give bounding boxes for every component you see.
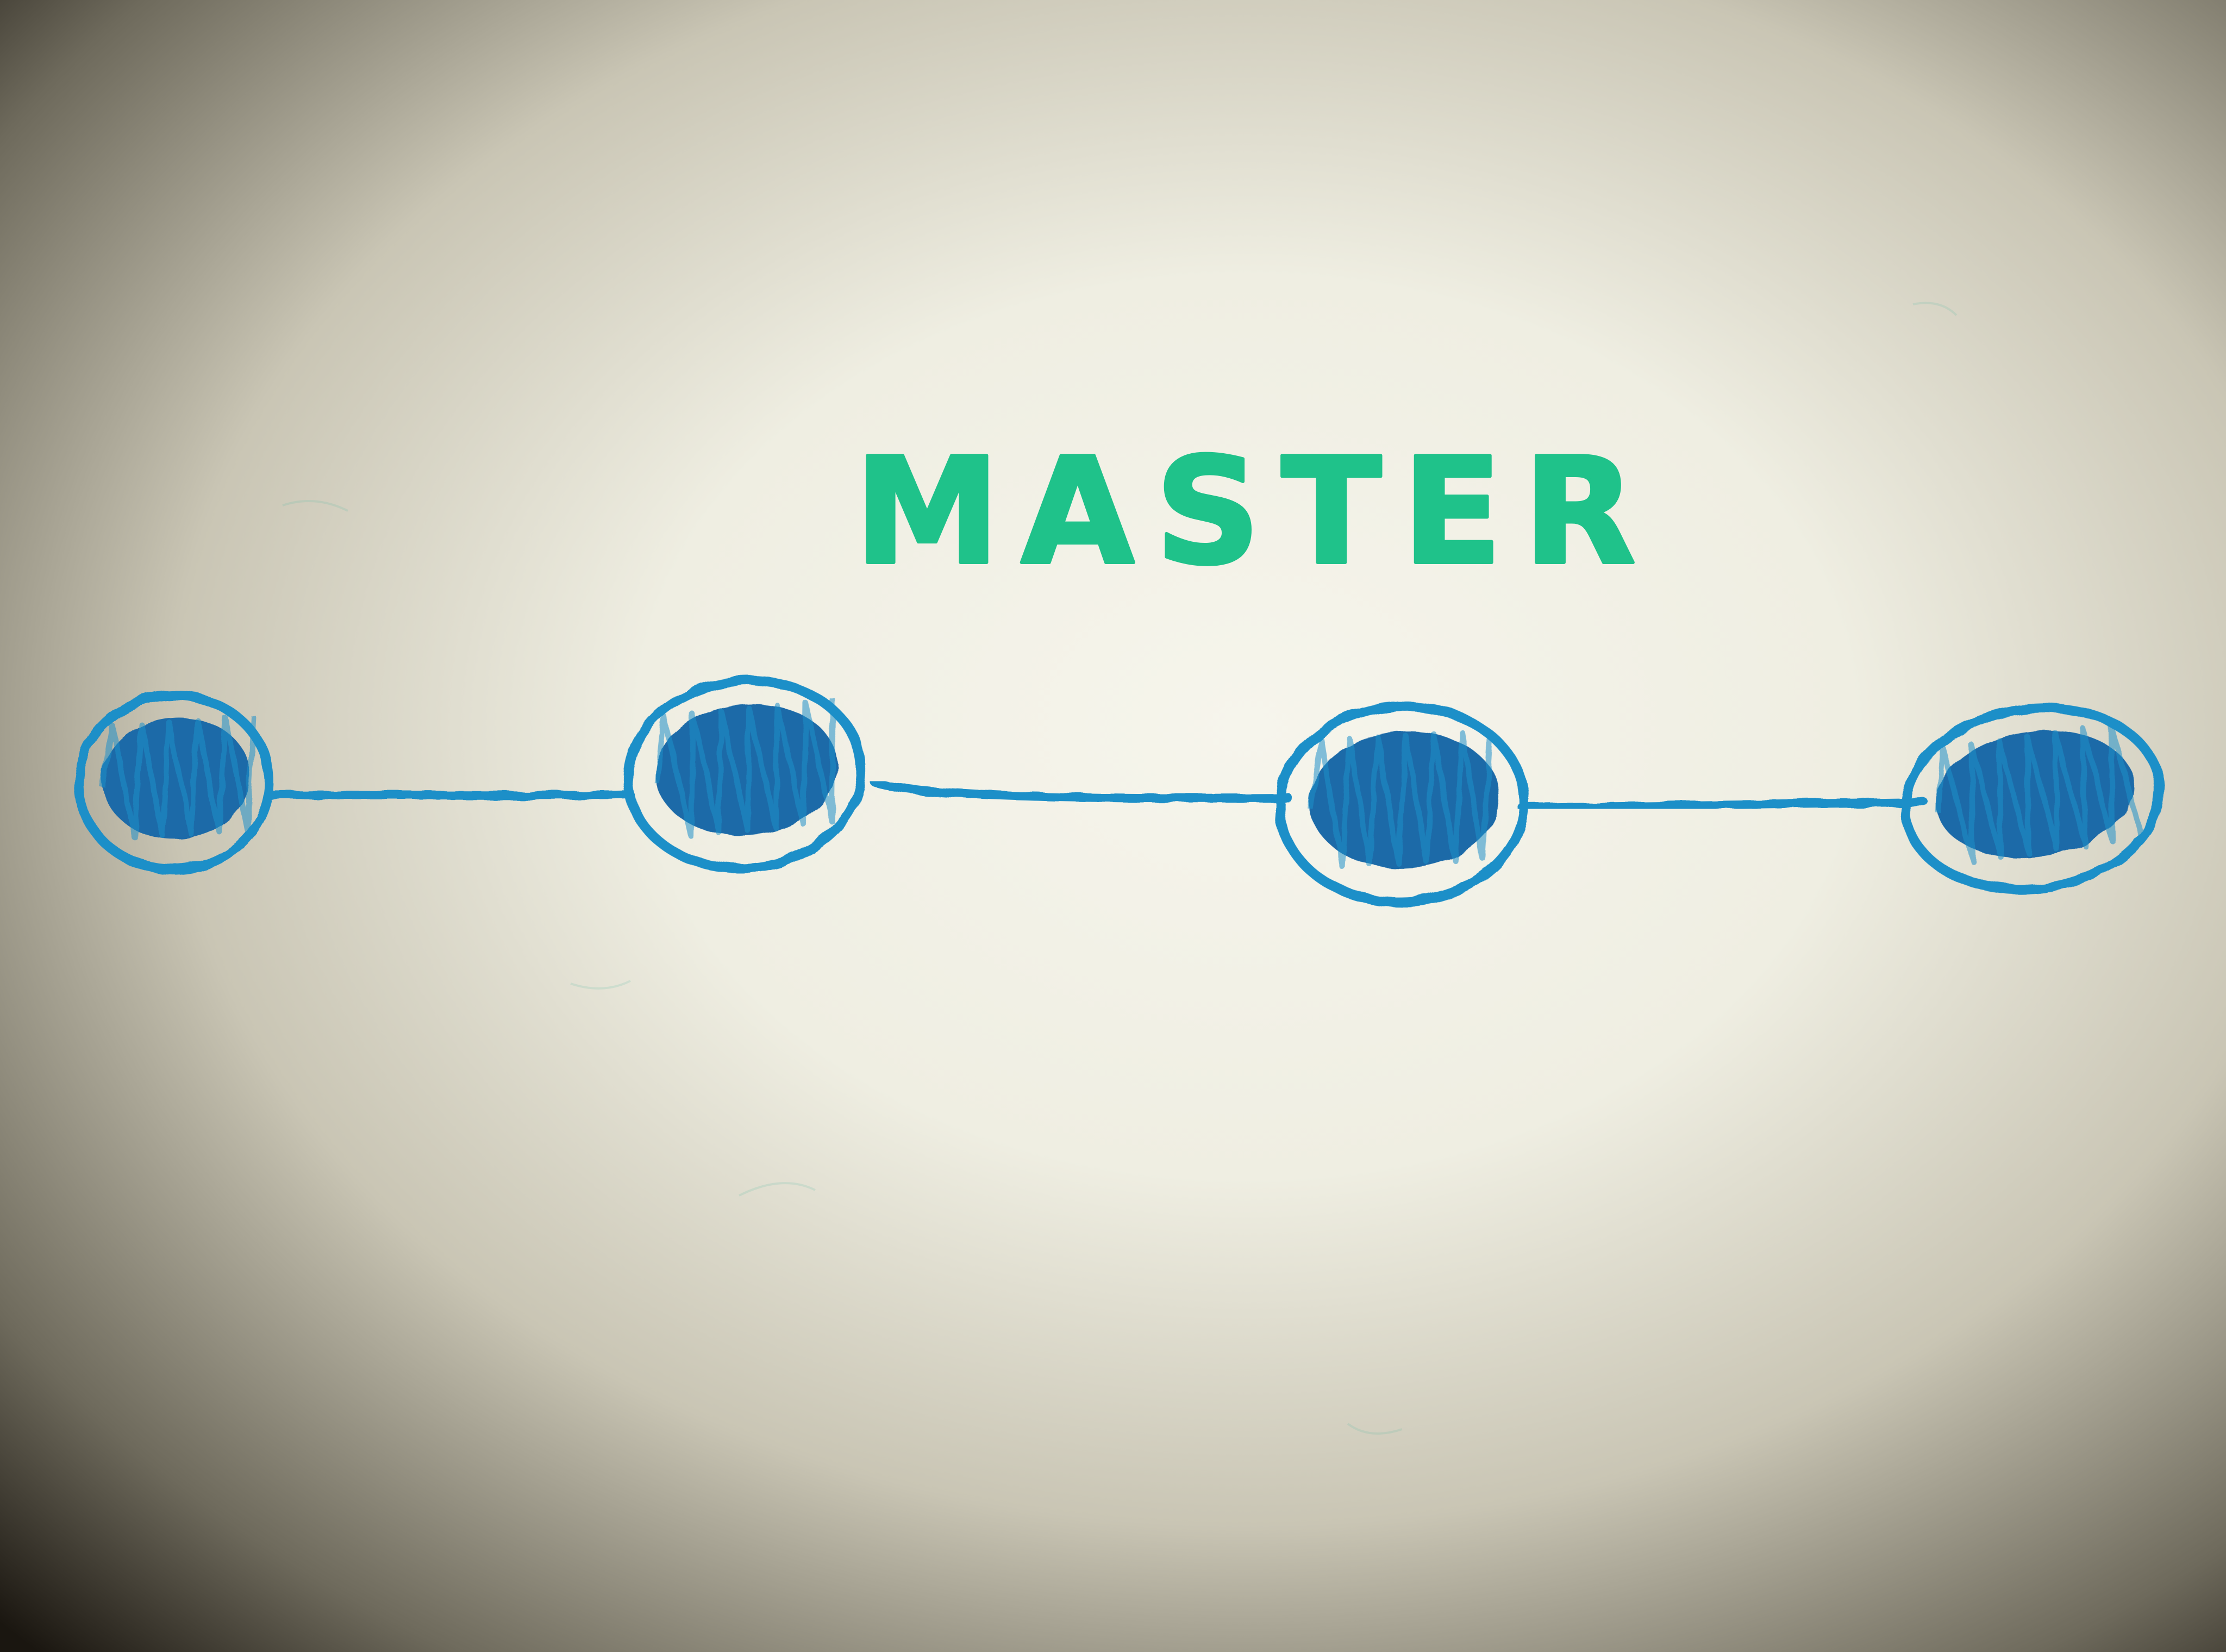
commit-outline [1900,703,2165,894]
branch-segment-2 [871,778,1292,803]
commit-outline [74,690,274,875]
branch-label-master: MASTER [854,426,1657,597]
faint-smudges [282,302,1958,1435]
commit-node-1 [74,690,274,875]
commit-outline [1275,701,1529,908]
commit-scribble [1935,722,2144,865]
commit-scribble [654,699,836,840]
branch-line [265,778,1928,812]
branch-segment-1 [265,790,635,800]
branch-segment-3 [1517,798,1928,812]
commit-outline [623,675,866,873]
commit-node-3 [1275,701,1529,908]
commit-scribble [100,715,257,841]
commit-scribble [1308,730,1493,869]
commit-node-4 [1900,703,2165,894]
commit-node-2 [623,675,866,873]
